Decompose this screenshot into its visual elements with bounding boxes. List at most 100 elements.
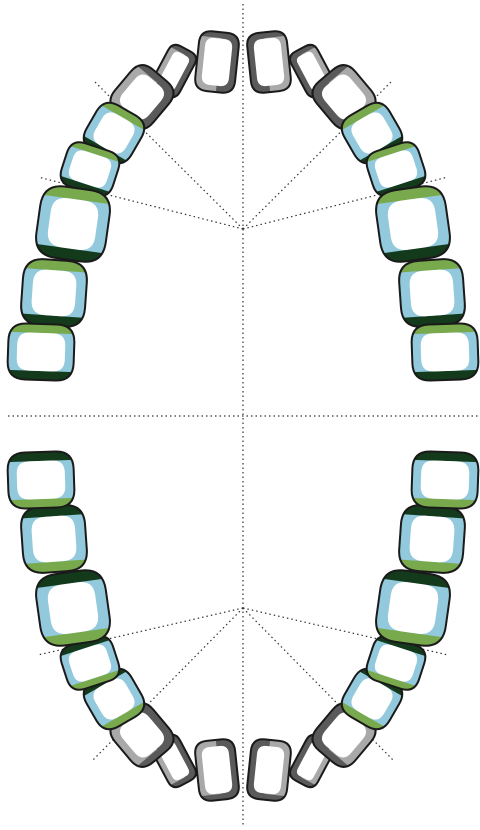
tooth-surface-dark [287,41,317,61]
tooth-surface-green [8,497,75,510]
tooth-occlusal [93,112,135,154]
tooth-molar[interactable] [410,322,480,382]
tooth-occlusal [16,332,66,372]
tooth-molar[interactable] [33,567,113,649]
tooth-outline [410,450,480,510]
tooth-surface-green [336,97,386,131]
tooth-outline [410,322,480,382]
tooth-outline [375,569,451,647]
tooth-surface-dark [306,734,350,773]
tooth-surface-dark [199,792,241,802]
tooth-molar[interactable] [19,503,89,575]
guide-lines [8,4,478,826]
tooth-occlusal [351,678,393,720]
tooth-incisal [119,712,165,758]
tooth-surface-darkgreen [7,450,74,463]
tooth-occlusal [420,460,470,500]
tooth-outline [35,185,111,263]
tooth-molar[interactable] [33,183,113,265]
tooth-incisal [201,37,233,87]
tooth-surface-darkgreen [381,243,453,265]
tooth-surface-dark [245,30,287,40]
tooth-occlusal [420,332,470,372]
tooth-surface-darkgreen [412,369,479,382]
tooth-incisal [201,745,233,795]
tooth-surface-darkgreen [412,450,479,463]
tooth-occlusal [16,460,66,500]
tooth-outline [246,738,292,802]
tooth-surface-green [363,669,417,694]
tooth-surface-dark [169,771,199,791]
tooth-occlusal [47,197,99,251]
tooth-incisor-central[interactable] [194,738,241,802]
tooth-molar[interactable] [19,257,89,329]
tooth-incisor-central[interactable] [245,30,292,94]
tooth-occlusal [409,515,455,563]
tooth-incisal [321,712,367,758]
tooth-molar[interactable] [6,450,76,510]
tooth-premolar[interactable] [57,138,123,200]
tooth-molar[interactable] [373,567,453,649]
tooth-outline [35,569,111,647]
tooth-premolar[interactable] [363,138,429,200]
tooth-incisal [253,37,285,87]
upper-arch [6,30,480,382]
tooth-outline [194,738,240,802]
tooth-occlusal [68,644,112,682]
tooth-outline [375,185,451,263]
tooth-occlusal [31,515,77,563]
tooth-surface-green [41,627,113,649]
tooth-incisor-central[interactable] [194,30,241,94]
tooth-surface-green [8,322,75,335]
tooth-incisor-central[interactable] [245,738,292,802]
lower-arch [6,450,480,802]
tooth-surface-darkgreen [381,567,453,589]
tooth-occlusal [374,644,418,682]
tooth-outline [6,322,76,382]
tooth-canine[interactable] [306,697,381,773]
tooth-molar[interactable] [410,450,480,510]
tooth-occlusal [68,150,112,188]
tooth-surface-green [69,138,123,163]
tooth-molar[interactable] [397,503,467,575]
tooth-premolar[interactable] [78,663,150,735]
tooth-outline [194,30,240,94]
tooth-surface-green [41,183,113,205]
tooth-surface-green [373,627,445,649]
tooth-incisal [321,74,367,120]
tooth-molar[interactable] [373,183,453,265]
tooth-incisal [253,745,285,795]
tooth-surface-green [363,138,417,163]
tooth-surface-dark [287,771,317,791]
tooth-outline [246,30,292,94]
tooth-occlusal [374,150,418,188]
tooth-surface-darkgreen [7,369,74,382]
tooth-surface-dark [199,30,241,40]
tooth-surface-darkgreen [33,243,105,265]
tooth-surface-darkgreen [33,567,105,589]
tooth-outline [6,450,76,510]
tooth-surface-dark [306,59,350,98]
tooth-surface-green [100,701,150,735]
tooth-molar[interactable] [6,322,76,382]
tooth-surface-green [336,701,386,735]
tooth-surface-green [411,497,478,510]
tooth-surface-green [373,183,445,205]
tooth-occlusal [351,112,393,154]
tooth-occlusal [93,678,135,720]
tooth-surface-dark [169,41,199,61]
tooth-occlusal [31,269,77,317]
tooth-occlusal [387,197,439,251]
tooth-surface-dark [136,59,180,98]
tooth-incisal [119,74,165,120]
tooth-surface-dark [136,734,180,773]
tooth-surface-green [69,669,123,694]
tooth-surface-dark [245,792,287,802]
tooth-occlusal [409,269,455,317]
tooth-surface-green [100,97,150,131]
tooth-occlusal [387,581,439,635]
tooth-occlusal [47,581,99,635]
tooth-surface-green [411,322,478,335]
tooth-molar[interactable] [397,257,467,329]
